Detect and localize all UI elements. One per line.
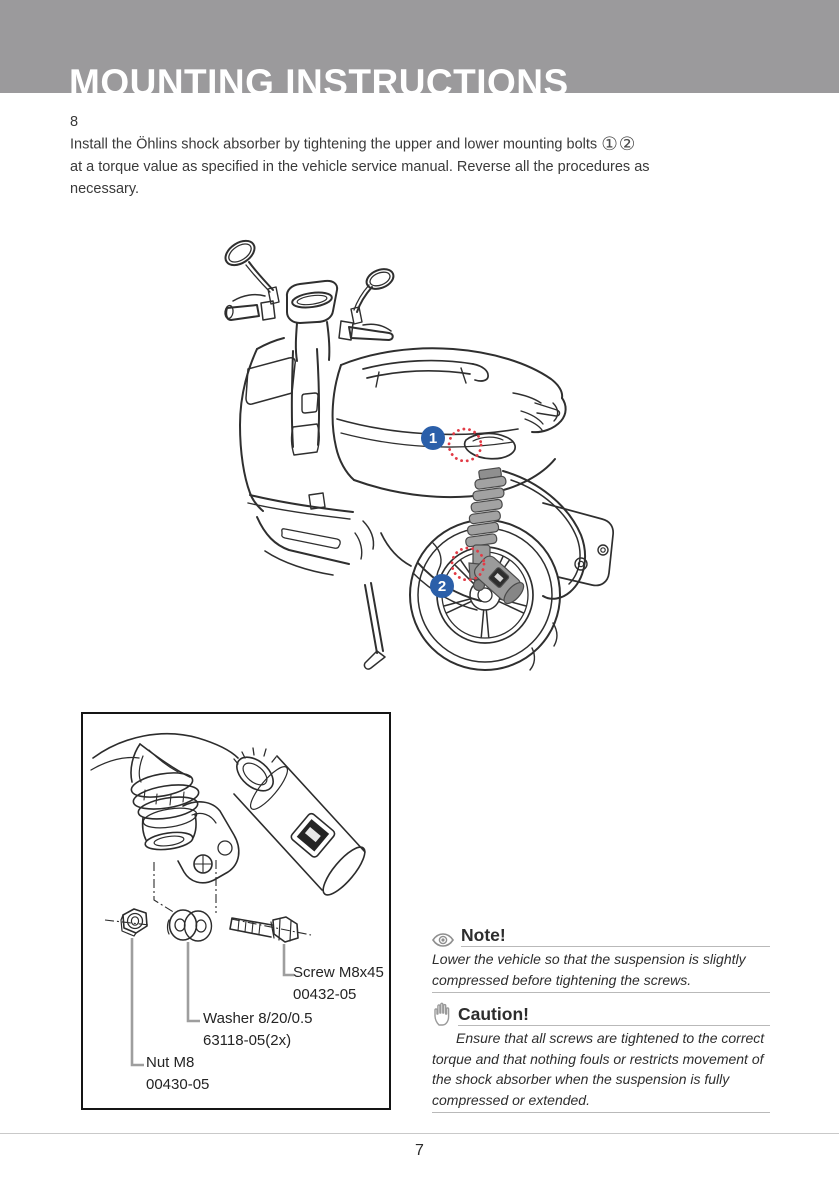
callout-reference-marks: ①② bbox=[601, 133, 637, 154]
caution-header: Caution! bbox=[432, 1002, 770, 1026]
part-name: Nut M8 bbox=[146, 1054, 195, 1071]
caution-callout: Caution! Ensure that all screws are tigh… bbox=[432, 1002, 770, 1113]
part-number: 00430-05 bbox=[146, 1076, 210, 1093]
footer-divider bbox=[0, 1133, 839, 1134]
step-text-line: necessary. bbox=[70, 180, 140, 197]
left-mirror bbox=[224, 239, 280, 305]
page-title: MOUNTING INSTRUCTIONS bbox=[69, 62, 569, 103]
part-label: Washer 8/20/0.5 63118-05(2x) bbox=[203, 1008, 313, 1052]
step-text-line: at a torque value as specified in the ve… bbox=[70, 158, 650, 175]
right-mirror bbox=[350, 268, 395, 325]
marker-circle-1 bbox=[447, 427, 483, 463]
part-label: Screw M8x45 00432-05 bbox=[293, 962, 384, 1006]
step-number: 8 bbox=[70, 114, 79, 130]
kickstand bbox=[363, 582, 386, 670]
part-label: Nut M8 00430-05 bbox=[146, 1052, 209, 1096]
shock-absorber bbox=[465, 467, 525, 605]
scooter-illustration bbox=[224, 239, 614, 671]
nut-drawing bbox=[120, 908, 148, 937]
hand-icon bbox=[432, 1002, 451, 1026]
part-name: Screw M8x45 bbox=[293, 964, 384, 981]
leader-lines bbox=[130, 938, 294, 1067]
step-section: 8 Install the Öhlins shock absorber by t… bbox=[70, 111, 795, 200]
caution-title: Caution! bbox=[458, 1005, 770, 1026]
handlebar-console bbox=[224, 279, 394, 362]
eye-icon bbox=[432, 933, 454, 947]
scooter-figure: 1 2 bbox=[213, 233, 645, 673]
rear-body bbox=[331, 347, 567, 499]
callouts-column: Note! Lower the vehicle so that the susp… bbox=[432, 926, 770, 1113]
marker-circle-2 bbox=[450, 546, 486, 582]
leg-shield bbox=[239, 337, 354, 576]
reservoir-cylinder bbox=[233, 747, 366, 896]
note-text: Lower the vehicle so that the suspension… bbox=[432, 949, 770, 993]
caution-text: Ensure that all screws are tightened to … bbox=[432, 1028, 770, 1113]
part-number: 63118-05(2x) bbox=[203, 1032, 292, 1049]
bump-stop-cone bbox=[130, 743, 200, 851]
parts-diagram bbox=[90, 732, 366, 1067]
header-band: MOUNTING INSTRUCTIONS bbox=[0, 0, 839, 101]
screw-drawing bbox=[229, 916, 299, 943]
washers-drawing bbox=[166, 909, 213, 942]
note-title: Note! bbox=[461, 926, 770, 947]
part-name: Washer 8/20/0.5 bbox=[203, 1010, 313, 1027]
step-text-line: Install the Öhlins shock absorber by tig… bbox=[70, 133, 637, 154]
callout-2-badge: 2 bbox=[430, 574, 454, 598]
note-header: Note! bbox=[432, 926, 770, 947]
part-number: 00432-05 bbox=[293, 986, 357, 1003]
rear-fender bbox=[502, 470, 614, 600]
note-callout: Note! Lower the vehicle so that the susp… bbox=[432, 926, 770, 993]
page-number: 7 bbox=[415, 1142, 424, 1159]
shock-clevis bbox=[177, 801, 240, 884]
callout-1-badge: 1 bbox=[421, 426, 445, 450]
parts-diagram-box: Screw M8x45 00432-05 Washer 8/20/0.5 631… bbox=[81, 712, 391, 1110]
